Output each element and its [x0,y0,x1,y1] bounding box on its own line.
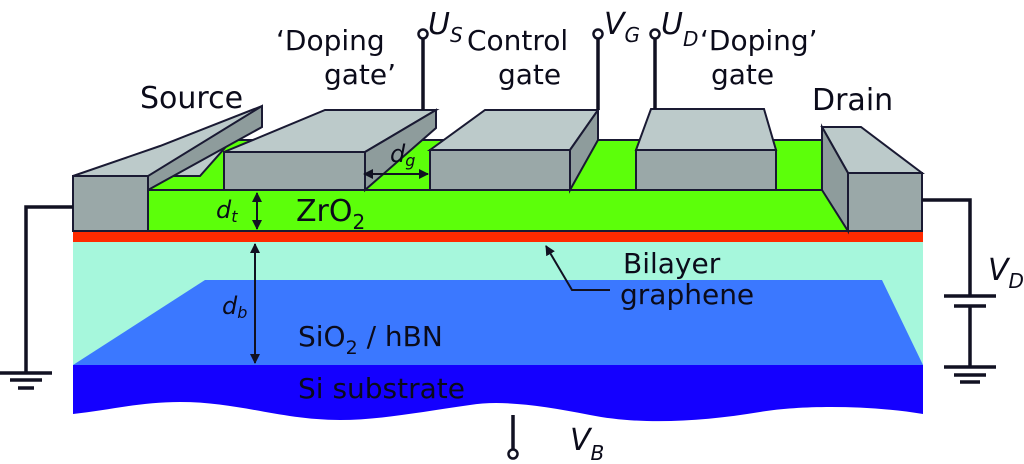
si-substrate-label: Si substrate [298,372,465,405]
us-terminal-icon[interactable] [417,28,429,40]
vd-symbol: VD [988,253,1024,293]
control-gate-label-1: Control [467,24,568,57]
ud-symbol: UD [661,7,698,51]
vb-terminal-icon[interactable] [507,448,519,460]
source-ground-wire [24,205,73,373]
doping-gate-left [223,108,440,193]
battery-vd-icon [944,294,996,308]
drain-contact [820,123,925,235]
doping-gate-left-label-2: gate’ [324,58,396,91]
ud-terminal-icon[interactable] [649,28,661,40]
sio2-hbn-layer [73,280,923,365]
ground-right-icon [944,365,996,384]
us-symbol: US [428,7,463,47]
bilayer-graphene-layer [73,231,923,242]
vg-symbol: VG [604,7,640,47]
drain-wire [922,198,972,296]
vb-symbol: VB [570,423,604,464]
vg-terminal-icon[interactable] [592,28,604,40]
drain-label: Drain [812,83,893,118]
doping-gate-left-label-1: ‘Doping [276,24,385,57]
source-label: Source [140,81,243,116]
sio2-hbn-label: SiO2 / hBN [298,320,443,359]
graphene-label: graphene [620,278,754,311]
control-gate [426,106,600,194]
doping-gate-right-label-1: ‘Doping’ [700,24,818,57]
zro2-layer [147,189,849,232]
ground-left-icon [0,371,52,390]
source-contact [72,104,263,232]
si-substrate-layer [73,365,923,422]
control-gate-label-2: gate [498,58,561,91]
doping-gate-right-label-2: gate [711,58,774,91]
db-label: db [222,292,247,322]
dg-label: dg [390,140,415,170]
dt-label: dt [216,196,238,226]
graphene-pointer-arrow [545,245,610,291]
bilayer-label: Bilayer [623,247,721,280]
doping-gate-right [634,108,778,191]
zro2-label: ZrO2 [296,194,365,234]
